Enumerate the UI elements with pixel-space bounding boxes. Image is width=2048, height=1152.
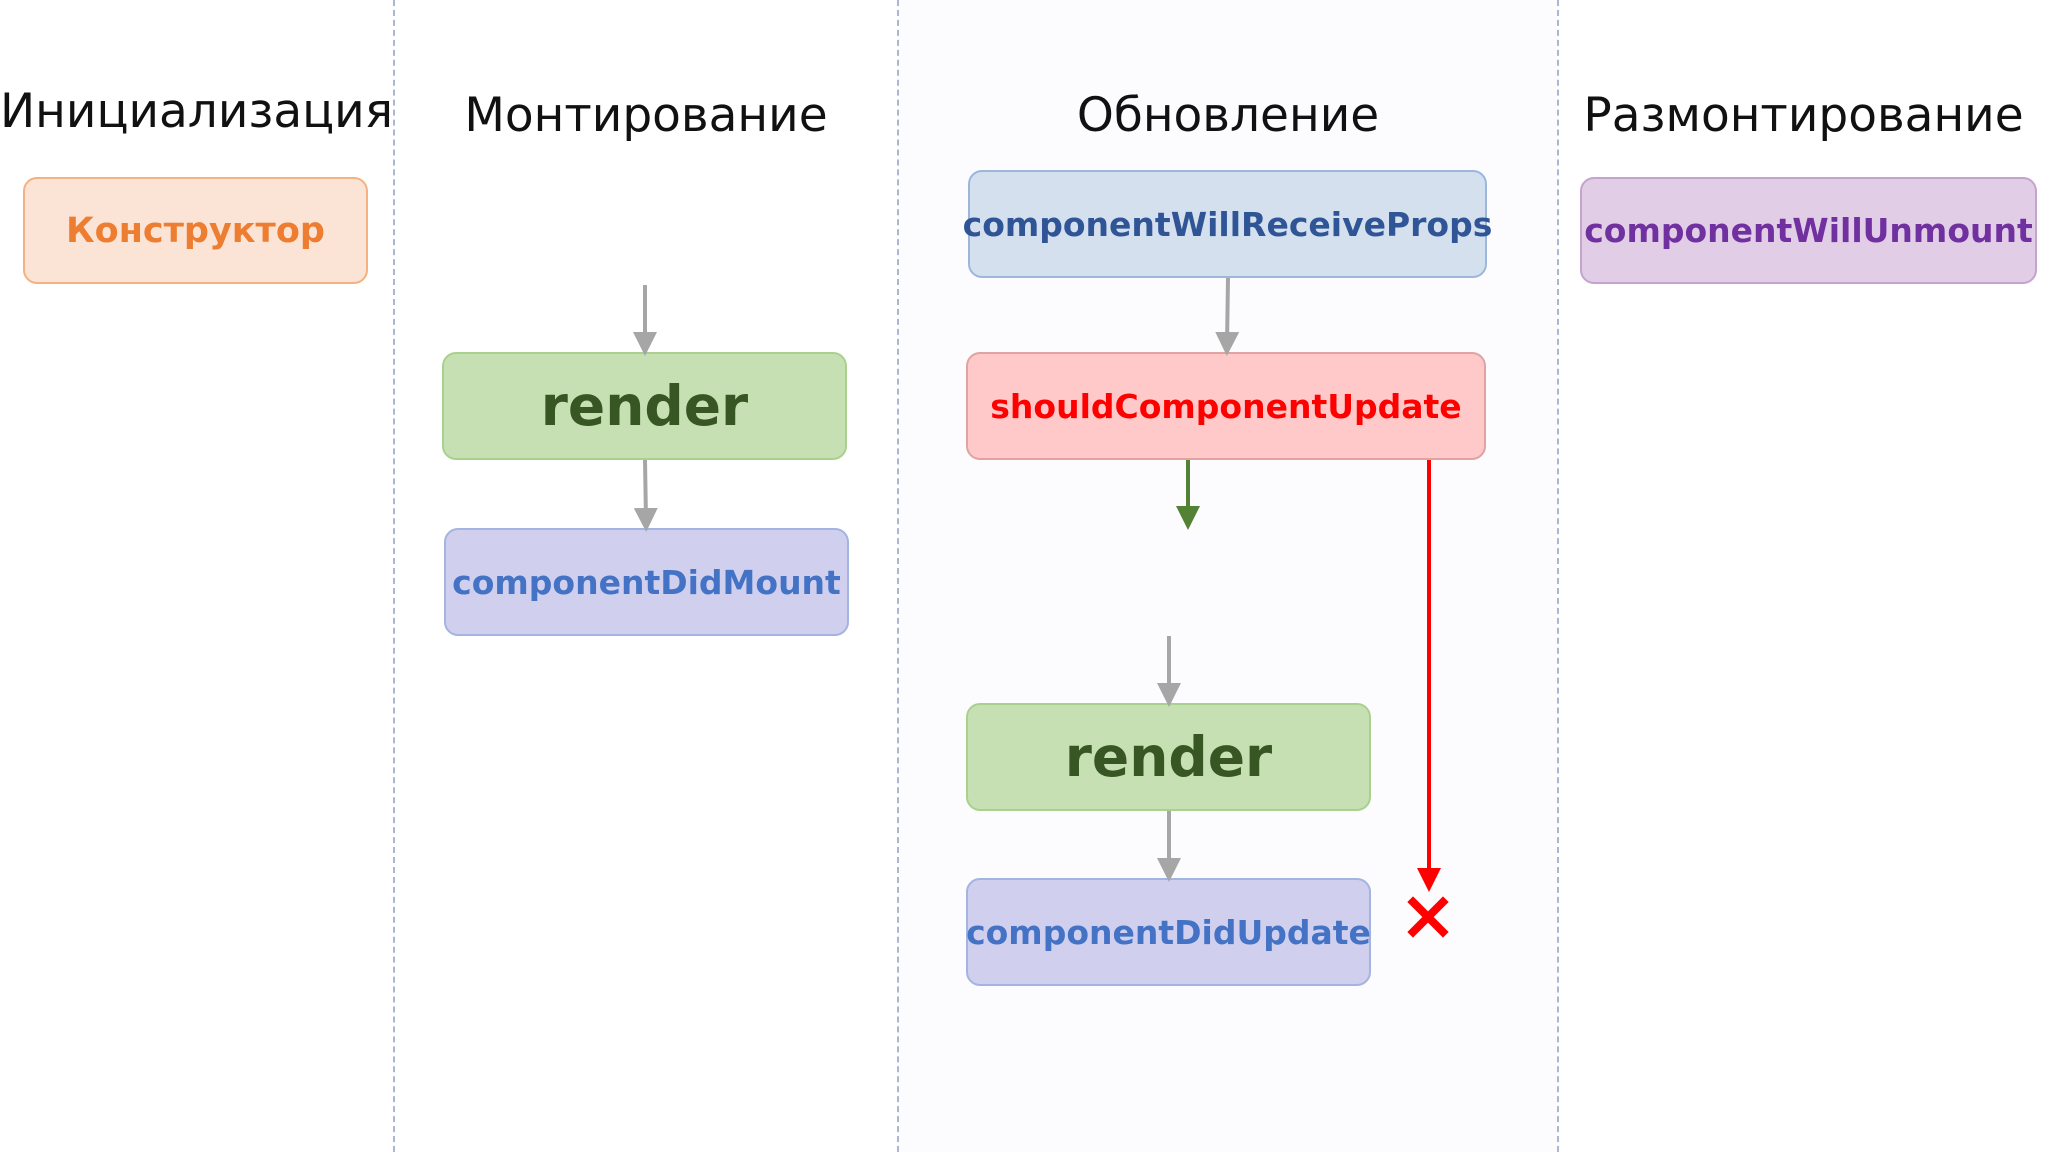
divider-update-unmount	[1557, 0, 1559, 1152]
column-title-init: Инициализация	[0, 84, 393, 139]
arrow-mount-render-to-did-mount	[633, 459, 658, 532]
column-title-unmount: Размонтирование	[1583, 88, 2024, 143]
divider-init-mount	[393, 0, 395, 1152]
constructor-box: Конструктор	[23, 177, 368, 284]
component-will-receive-props-box: componentWillReceiveProps	[963, 170, 1492, 278]
divider-mount-update	[897, 0, 899, 1152]
component-did-mount-box: componentDidMount	[444, 528, 849, 636]
mount-render-box: render	[442, 352, 847, 460]
should-component-update-box: shouldComponentUpdate	[966, 352, 1486, 460]
update-render-box: render	[966, 703, 1371, 811]
red-cross-icon	[1407, 896, 1449, 938]
component-did-update-box: componentDidUpdate	[966, 878, 1371, 986]
column-title-mount: Монтирование	[464, 88, 828, 143]
component-will-unmount-box: componentWillUnmount	[1580, 177, 2037, 284]
arrow-will-receive-to-should-update	[1215, 277, 1240, 356]
column-title-update: Обновление	[1076, 88, 1380, 143]
